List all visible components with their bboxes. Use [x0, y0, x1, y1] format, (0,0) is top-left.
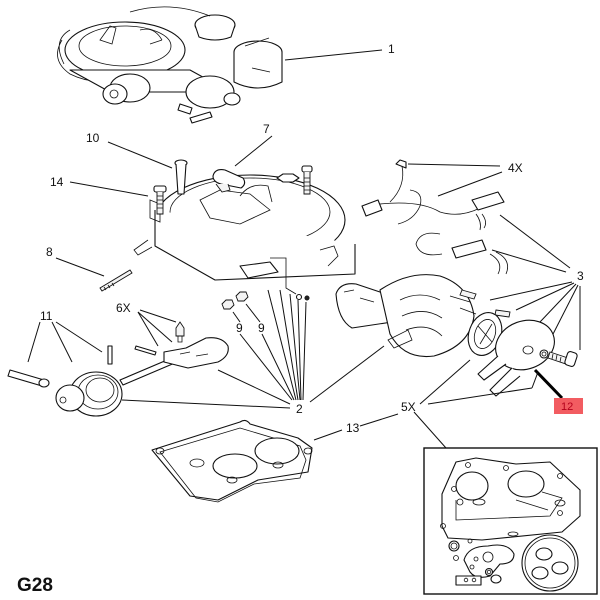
callout-3: 3: [577, 269, 584, 283]
part-4-wiring-harness[interactable]: [361, 159, 509, 275]
part-6-pin[interactable]: [134, 345, 157, 356]
cover-washer[interactable]: [539, 349, 549, 359]
choke-screw-upper[interactable]: [494, 309, 511, 318]
callout-9-a: 9: [236, 321, 243, 335]
callout-7: 7: [263, 122, 270, 136]
gasket-kit[interactable]: [423, 447, 598, 595]
callout-10: 10: [86, 131, 100, 145]
choke-housing[interactable]: [335, 274, 477, 358]
part-10-pin[interactable]: [174, 159, 188, 195]
part-9-nut-a[interactable]: [221, 299, 235, 310]
part-13-screw[interactable]: [153, 185, 167, 215]
callout-2: 2: [296, 402, 303, 416]
part-6-fitting[interactable]: [175, 321, 185, 343]
callout-8: 8: [46, 245, 53, 259]
highlight-leader: [533, 368, 564, 400]
cover-screw[interactable]: [547, 351, 578, 367]
part-14-base-gasket[interactable]: [151, 419, 313, 503]
lever-bracket[interactable]: [163, 337, 229, 369]
hex-nut[interactable]: [276, 173, 300, 183]
callout-11: 11: [40, 309, 53, 323]
part-7-cap[interactable]: [212, 169, 246, 193]
callout-4x: 4X: [508, 161, 523, 175]
body-bolt[interactable]: [301, 165, 313, 195]
callout-6x: 6X: [116, 301, 131, 315]
callout-1: 1: [388, 42, 395, 56]
carburettor-upper-body[interactable]: [133, 174, 356, 295]
callout-9-b: 9: [258, 321, 265, 335]
highlight-box[interactable]: [554, 398, 583, 414]
small-washers[interactable]: [295, 293, 310, 301]
callout-5x: 5X: [401, 400, 416, 414]
choke-spring[interactable]: [459, 289, 477, 300]
callout-14: 13: [346, 421, 360, 435]
part-12-choke-cover[interactable]: [477, 312, 561, 397]
carburettor-assembly[interactable]: [57, 6, 283, 124]
callout-13: 14: [50, 175, 64, 189]
part-8-pin[interactable]: [99, 269, 133, 292]
vacuum-hose[interactable]: [7, 369, 50, 388]
callout-12: 12: [561, 401, 573, 413]
part-9-nut-b[interactable]: [235, 291, 249, 302]
sheet-code: G28: [17, 575, 53, 596]
vacuum-pin[interactable]: [107, 345, 113, 365]
